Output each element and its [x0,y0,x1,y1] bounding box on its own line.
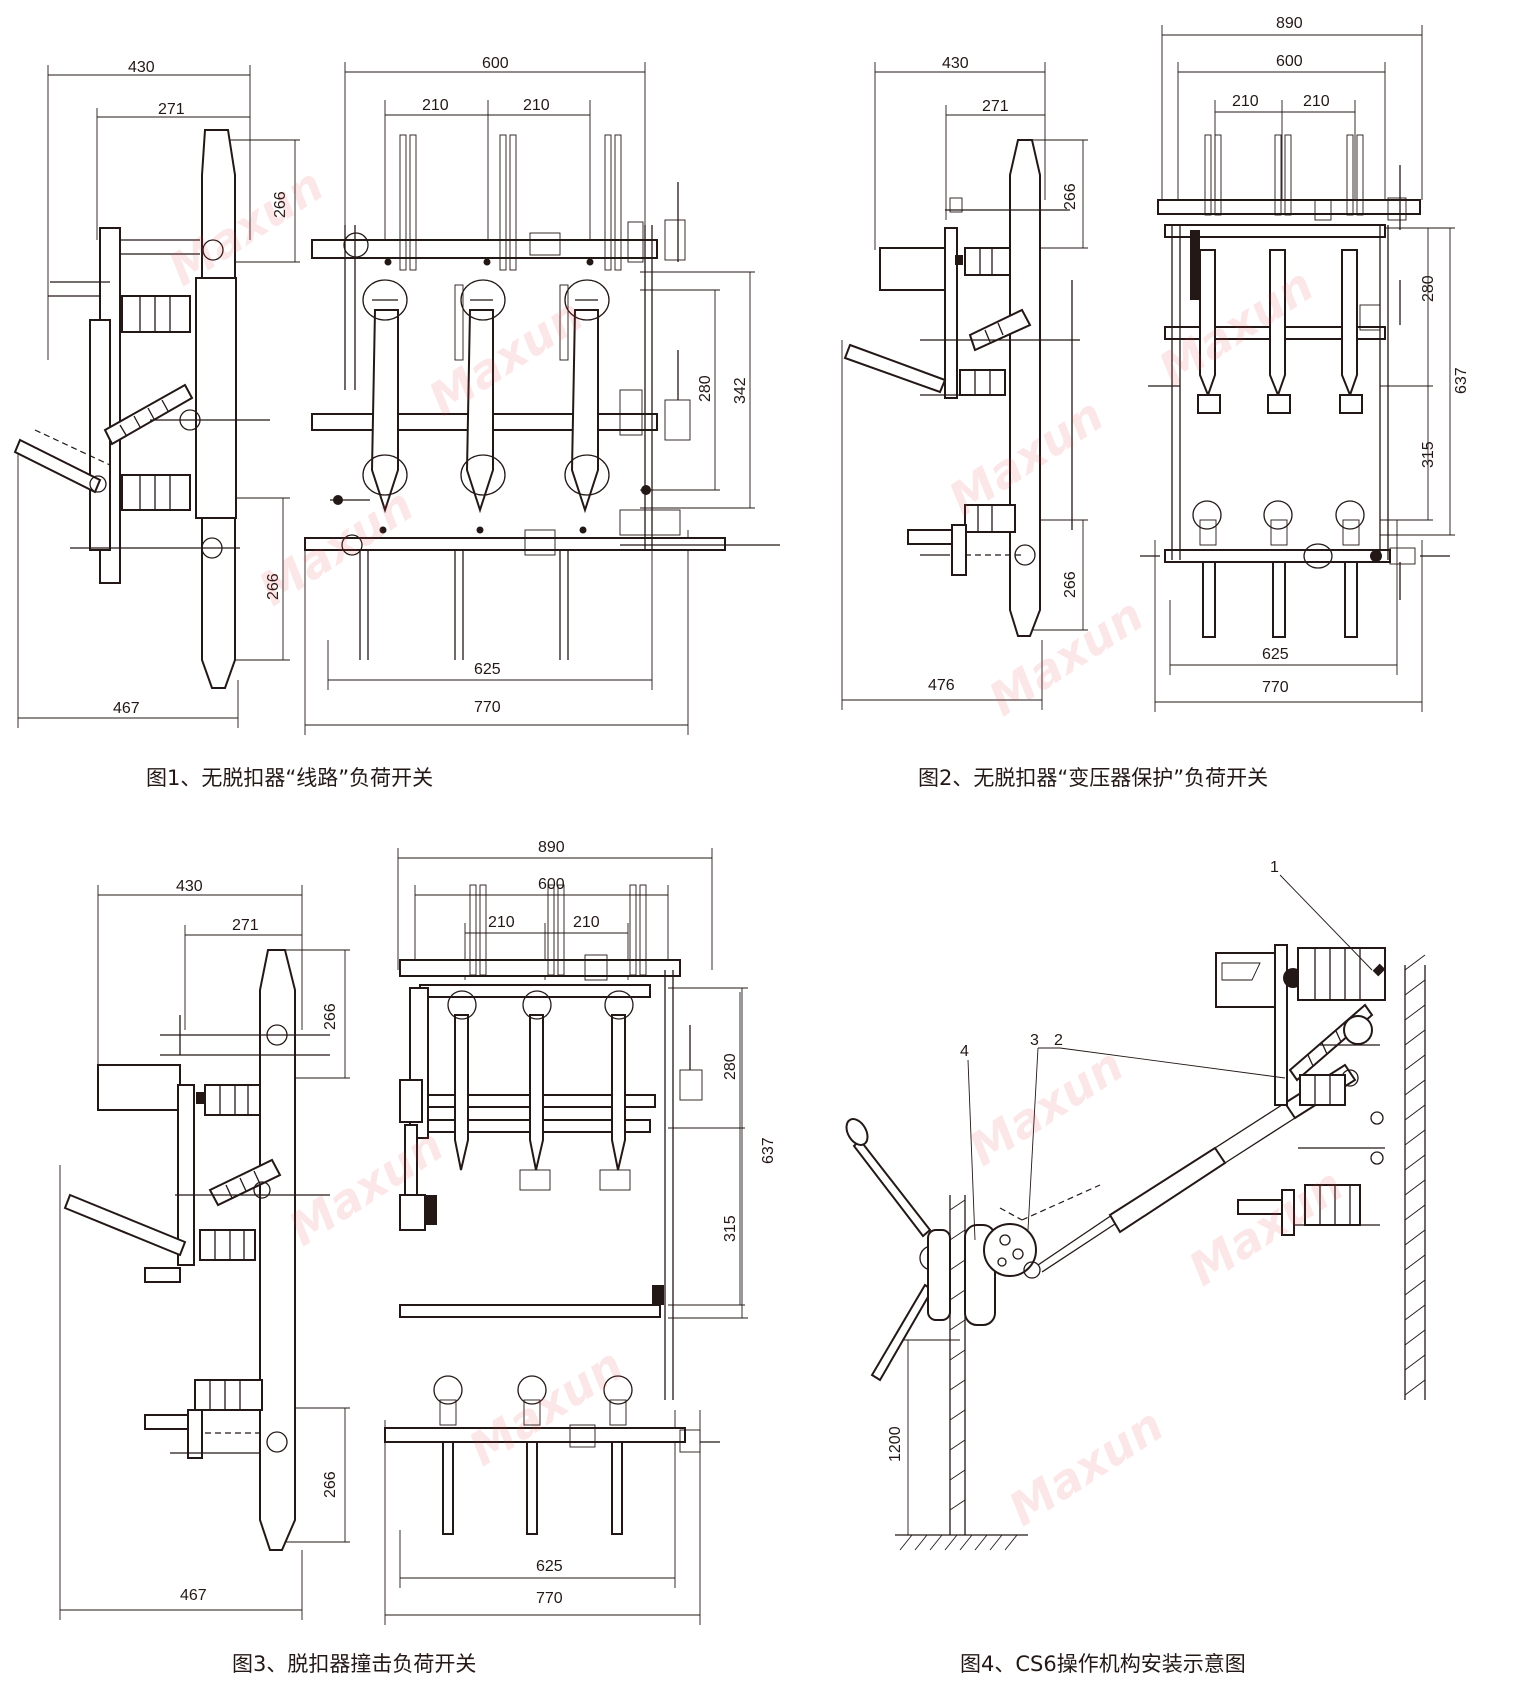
fig3-side-view [63,949,330,1551]
fig3-caption: 图3、脱扣器撞击负荷开关 [232,1652,477,1676]
fig1-dim-770: 770 [474,699,501,716]
figure-2: 430 271 266 266 476 [760,0,1514,790]
fig1-dim-625: 625 [474,661,501,678]
fig1-dim-271: 271 [158,101,185,118]
fig3-dim-430: 430 [176,878,203,895]
fig4-caption: 图4、CS6操作机构安装示意图 [960,1652,1246,1676]
fig2-dim-280: 280 [1420,275,1437,302]
fig2-dim-210-b: 210 [1303,93,1330,110]
fig3-dim-890: 890 [538,839,565,856]
fig1-dim-210-b: 210 [523,97,550,114]
fig3-dim-210-a: 210 [488,914,515,931]
fig1-side-view [13,129,270,689]
figure-1-drawing: 430 271 266 266 467 [13,55,780,735]
fig4-switch [1215,944,1386,1236]
fig2-dim-266-bottom: 266 [1062,571,1079,598]
fig1-dim-266-top: 266 [272,191,289,218]
fig2-dim-430: 430 [942,55,969,72]
fig2-dim-637: 637 [1453,367,1470,394]
fig4-callouts: 1 4 3 2 [960,859,1373,1241]
fig3-dim-467: 467 [180,1587,207,1604]
fig4-wall [1404,954,1426,1400]
fig1-dim-430: 430 [128,59,155,76]
fig3-dim-271: 271 [232,917,259,934]
figure-3: 430 271 266 266 467 [0,830,777,1698]
fig1-dim-342: 342 [732,377,749,404]
fig2-caption: 图2、无脱扣器“变压器保护”负荷开关 [918,766,1269,790]
fig1-dim-600: 600 [482,55,509,72]
fig4-callout-1: 1 [1270,859,1279,876]
fig3-dim-280: 280 [722,1053,739,1080]
figure-4: 1200 [760,830,1514,1698]
fig4-dim-1200: 1200 [887,1426,904,1462]
fig3-dim-210-b: 210 [573,914,600,931]
fig3-dim-770: 770 [536,1590,563,1607]
fig4-callout-2: 2 [1054,1032,1063,1049]
fig2-dim-315: 315 [1420,441,1437,468]
figure-1: 430 271 266 266 467 [0,0,780,790]
fig3-dim-637: 637 [760,1137,777,1164]
fig2-dim-210-a: 210 [1232,93,1259,110]
fig2-dim-476: 476 [928,677,955,694]
fig1-dim-210-a: 210 [422,97,449,114]
fig2-front-dimensions: 890 600 210 210 280 637 315 625 770 [1154,15,1470,712]
fig4-callout-3: 3 [1030,1032,1039,1049]
fig3-dim-625: 625 [536,1558,563,1575]
fig2-side-view [843,139,1080,637]
fig3-dim-266-top: 266 [322,1003,339,1030]
fig4-height-dimension: 1200 [887,1339,960,1535]
figure-4-drawing: 1200 [845,859,1426,1551]
fig4-mechanism [845,1063,1359,1382]
fig3-front-view [384,884,720,1535]
fig4-callout-4: 4 [960,1043,969,1060]
fig2-dim-600: 600 [1276,53,1303,70]
fig2-dim-770: 770 [1262,679,1289,696]
fig1-dim-280: 280 [697,375,714,402]
fig1-caption: 图1、无脱扣器“线路”负荷开关 [146,766,434,790]
fig1-front-view [304,134,780,660]
fig3-side-dimensions: 430 271 266 266 467 [59,878,350,1620]
fig3-dim-600: 600 [538,876,565,893]
fig3-dim-266-bottom: 266 [322,1471,339,1498]
fig2-dim-625: 625 [1262,646,1289,663]
fig2-front-view [1140,134,1450,638]
fig1-side-dimensions: 430 271 266 266 467 [17,59,300,728]
fig1-dim-467: 467 [113,700,140,717]
fig2-side-dimensions: 430 271 266 266 476 [841,55,1088,710]
fig3-dim-315: 315 [722,1215,739,1242]
fig1-dim-266-bottom: 266 [265,573,282,600]
figure-3-drawing: 430 271 266 266 467 [59,839,777,1625]
fig2-dim-266-top: 266 [1062,183,1079,210]
fig2-dim-271: 271 [982,98,1009,115]
figure-2-drawing: 430 271 266 266 476 [841,15,1470,712]
fig2-dim-890: 890 [1276,15,1303,32]
